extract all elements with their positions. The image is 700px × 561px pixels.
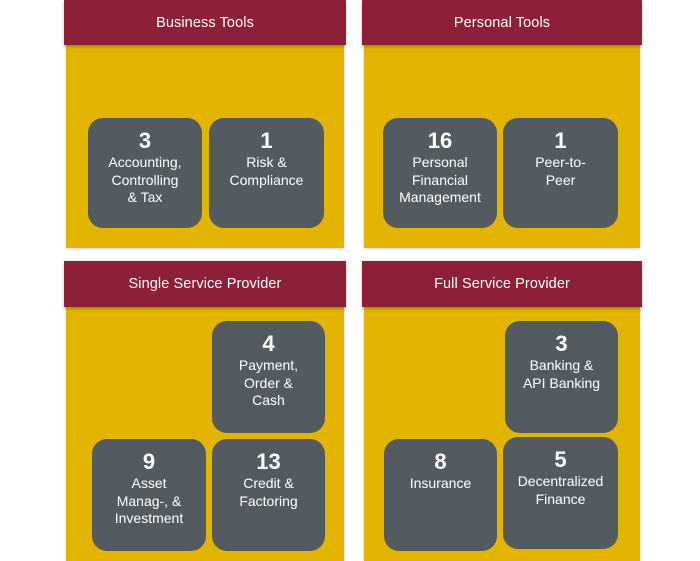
single-service-provider-panel: Single Service Provider 4 Payment, Order… xyxy=(64,261,346,561)
tile-count: 9 xyxy=(142,449,156,474)
tile-count: 3 xyxy=(138,128,152,153)
tile-count: 13 xyxy=(256,449,281,474)
tile-count: 8 xyxy=(434,449,447,474)
tile-label: Credit & Factoring xyxy=(239,475,298,509)
tile-count: 1 xyxy=(260,128,273,153)
tile-count: 1 xyxy=(554,128,567,153)
tile-label: Insurance xyxy=(409,475,472,491)
tile-personal-financial-management: 16 Personal Financial Management xyxy=(383,118,497,228)
tile-count: 5 xyxy=(554,447,567,472)
tile-count: 3 xyxy=(555,331,568,356)
tile-credit-factoring: 13 Credit & Factoring xyxy=(212,439,325,551)
tile-label: Decentralized Finance xyxy=(517,473,604,507)
tile-label: Personal Financial Management xyxy=(399,154,481,205)
tile-count: 4 xyxy=(262,331,275,356)
tile-payment-order-cash: 4 Payment, Order & Cash xyxy=(212,321,325,433)
tile-asset-management-investment: 9 Asset Manag-, & Investment xyxy=(92,439,206,551)
tile-risk-compliance: 1 Risk & Compliance xyxy=(209,118,324,228)
tile-label: Peer-to- Peer xyxy=(535,154,586,188)
business-tools-panel: Business Tools 3 Accounting, Controlling… xyxy=(64,0,346,248)
panel-title: Business Tools xyxy=(64,0,346,45)
tile-accounting-controlling-tax: 3 Accounting, Controlling & Tax xyxy=(88,118,202,228)
panel-title: Personal Tools xyxy=(362,0,642,45)
tile-label: Asset Manag-, & Investment xyxy=(114,475,184,526)
panel-title: Single Service Provider xyxy=(64,261,346,307)
tile-label: Risk & Compliance xyxy=(229,154,304,188)
tile-decentralized-finance: 5 Decentralized Finance xyxy=(503,437,618,549)
personal-tools-panel: Personal Tools 16 Personal Financial Man… xyxy=(362,0,642,248)
tile-count: 16 xyxy=(427,128,453,153)
tile-label: Accounting, Controlling & Tax xyxy=(108,154,182,205)
tile-label: Payment, Order & Cash xyxy=(238,357,299,408)
tile-label: Banking & API Banking xyxy=(522,357,601,391)
tile-banking-api-banking: 3 Banking & API Banking xyxy=(505,321,618,433)
full-service-provider-panel: Full Service Provider 3 Banking & API Ba… xyxy=(362,261,642,561)
tile-peer-to-peer: 1 Peer-to- Peer xyxy=(503,118,618,228)
panel-title: Full Service Provider xyxy=(362,261,642,307)
tile-insurance: 8 Insurance xyxy=(384,439,497,551)
